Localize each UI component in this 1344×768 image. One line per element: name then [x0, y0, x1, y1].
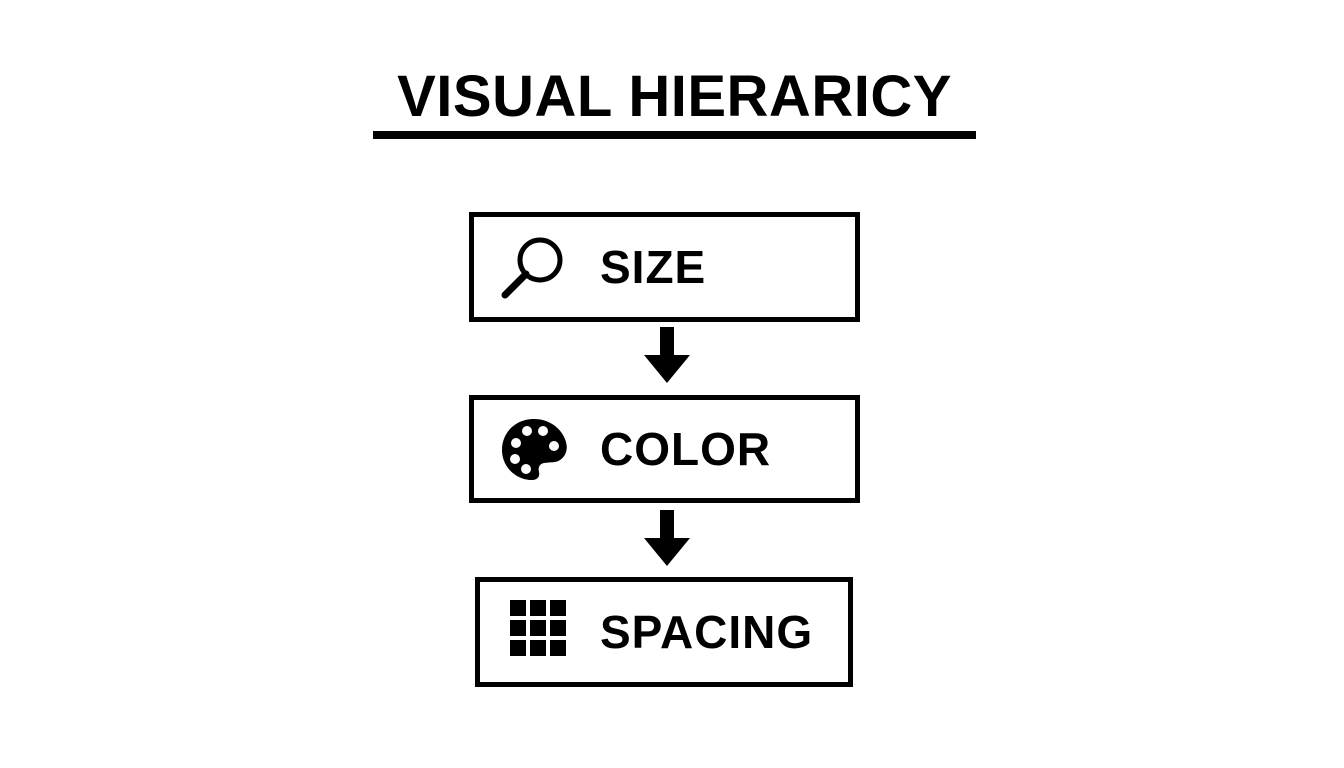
down-arrow-icon	[642, 510, 692, 568]
palette-icon	[498, 413, 570, 485]
step-label-size: SIZE	[600, 241, 707, 293]
step-box-size: SIZE	[469, 212, 860, 322]
down-arrow-icon	[642, 327, 692, 385]
grid-icon	[506, 596, 578, 668]
title-underline	[373, 131, 976, 139]
step-box-color: COLOR	[469, 395, 860, 503]
step-box-spacing: SPACING	[475, 577, 853, 687]
step-label-color: COLOR	[600, 423, 772, 475]
step-label-spacing: SPACING	[600, 606, 814, 658]
magnifying-glass-icon	[498, 231, 570, 303]
diagram-title: VISUAL HIERARICY	[397, 64, 952, 129]
